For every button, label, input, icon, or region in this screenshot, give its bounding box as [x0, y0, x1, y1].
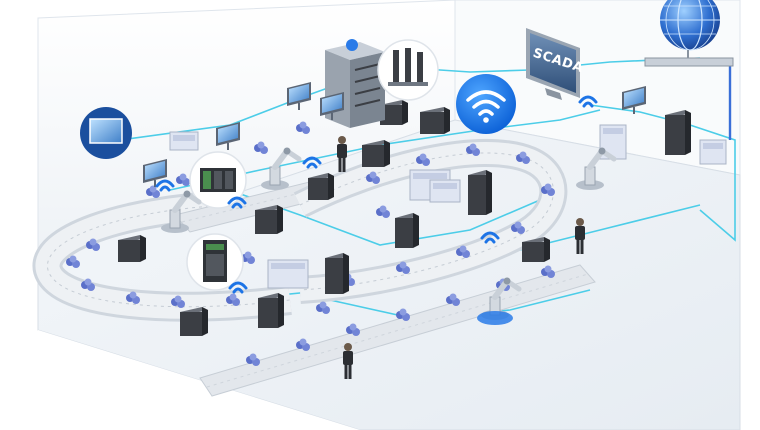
workstation: [267, 259, 309, 289]
hmi-monitor-icon: [216, 122, 240, 150]
product-item: [86, 238, 100, 251]
workers: [337, 136, 585, 379]
machine-unit: [362, 140, 390, 167]
product-item: [516, 151, 530, 164]
plc-callout-upper: [189, 151, 247, 209]
robot-arm-icon: [576, 147, 617, 190]
product-item: [316, 301, 330, 314]
product-item: [541, 183, 555, 196]
server-rack-icon: [325, 39, 385, 128]
product-item: [296, 121, 310, 134]
machines: [118, 100, 727, 336]
product-item: [81, 278, 95, 291]
hmi-callout: [80, 107, 132, 159]
machine-unit: [308, 173, 334, 200]
hmi-monitor-icon: [287, 82, 311, 110]
scada-monitor-icon: SCADA: [526, 28, 585, 100]
conveyor-left-loop: [32, 190, 292, 322]
workstation: [169, 131, 199, 151]
io-modules-callout: [377, 39, 439, 101]
robot-arms: [161, 147, 617, 325]
machine-unit: [255, 205, 283, 234]
product-item: [146, 185, 160, 198]
product-item: [126, 291, 140, 304]
wireless-signal-icon: [155, 179, 175, 192]
product-item: [246, 353, 260, 366]
wifi-icon: [456, 74, 516, 134]
wireless-signal-icon: [480, 231, 500, 244]
product-item: [254, 141, 268, 154]
hmi-monitors: [143, 82, 646, 187]
wireless-signal-icon: [302, 156, 322, 169]
machine-unit: [522, 237, 550, 262]
product-item: [456, 245, 470, 258]
hmi-monitor-icon: [320, 92, 344, 120]
machine-unit: [258, 293, 284, 328]
product-item: [466, 143, 480, 156]
worker-icon: [337, 136, 347, 172]
robot-arm-base: [477, 311, 513, 325]
machine-unit: [665, 110, 691, 155]
robot-arm-icon: [261, 147, 302, 190]
product-item: [396, 308, 410, 321]
product-item: [346, 323, 360, 336]
product-item: [366, 171, 380, 184]
cable-right-ring: [589, 104, 736, 242]
machine-unit: [395, 213, 419, 248]
product-item: [541, 265, 555, 278]
machine-unit: [468, 170, 492, 215]
workstation: [429, 179, 461, 203]
plc-callout-lower: [186, 233, 244, 291]
robot-arm-icon: [161, 190, 202, 233]
machine-unit: [380, 100, 408, 125]
product-item: [416, 153, 430, 166]
wireless-signal-icon: [578, 95, 598, 108]
product-item: [226, 293, 240, 306]
hmi-monitor-icon: [622, 86, 646, 114]
floor-front-edge: [38, 330, 360, 430]
globe-icon: [644, 0, 734, 67]
workstation: [699, 139, 727, 165]
conveyor-oval: [293, 138, 568, 304]
machine-unit: [118, 235, 146, 262]
machine-unit: [180, 307, 208, 336]
product-item: [66, 255, 80, 268]
product-item: [396, 261, 410, 274]
wireless-signal-icon: [227, 196, 247, 209]
product-item: [511, 221, 525, 234]
conveyor-products: [66, 111, 555, 366]
product-item: [171, 295, 185, 308]
worker-icon: [343, 343, 353, 379]
status-light-icon: [346, 39, 358, 51]
machine-unit: [325, 253, 349, 294]
product-item: [376, 205, 390, 218]
hmi-monitor-icon: [89, 118, 123, 144]
machine-unit: [420, 107, 450, 134]
product-item: [446, 293, 460, 306]
hmi-monitor-icon: [143, 159, 167, 187]
product-item: [176, 173, 190, 186]
worker-icon: [575, 218, 585, 254]
wireless-signals: [155, 95, 598, 294]
wireless-signal-icon: [228, 281, 248, 294]
network-switch-icon: [644, 57, 734, 67]
product-item: [296, 338, 310, 351]
